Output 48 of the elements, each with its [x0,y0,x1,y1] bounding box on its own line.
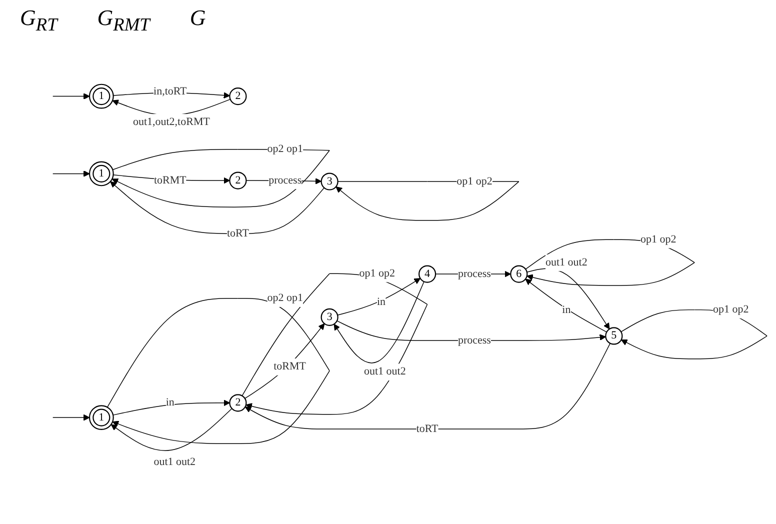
arrow [52,93,90,100]
edge-label: in [166,396,174,409]
edge-label: in,toRT [154,86,187,98]
arrow [244,342,611,430]
edge-label: toRMT [274,360,306,372]
automaton-name: G$_{RT}$ [20,6,58,30]
edge-label: in [562,304,571,316]
edge-label: op1 op2 [640,234,676,246]
arrow [244,323,325,399]
node-circle: 1 [88,405,114,430]
edge-label: in [376,296,386,308]
arrow [337,278,421,316]
edge-label: process [268,174,302,186]
edge-label: process [458,268,491,280]
node-circle: 3 [320,308,338,326]
arrow [110,408,232,451]
arrow [52,170,90,177]
edge-label: process [458,334,491,346]
edge-label: out1 out2 [154,456,196,468]
edge-label: out1 out2 [364,366,406,378]
edge-label: op2 op1 [267,143,303,156]
edge-label: out1 out2 [545,256,588,268]
node-circle: 2 [229,88,247,106]
edge-label: op2 op1 [267,292,303,304]
arrow [52,414,90,421]
edge-label: op1 op2 [712,304,749,316]
arrow [526,268,610,330]
node-circle: 1 [88,161,114,186]
arrow [110,181,325,234]
node-circle: 4 [418,265,436,283]
edge-label: toRT [416,422,438,435]
node-circle: 2 [229,172,247,190]
automaton-name: G [190,6,206,30]
arrow [334,281,424,364]
edge-label: toRMT [154,174,186,186]
arrow [525,278,608,332]
edge-label: op1 op2 [456,175,492,188]
edge-label: op1 op2 [359,268,395,280]
arrow [112,400,230,416]
automaton-name: G$_{RMT}$ [97,6,150,30]
node-circle: 1 [88,84,114,109]
arrow [107,298,330,444]
node-circle: 6 [510,265,528,283]
edge-label: out1,out2,toRMT [132,116,210,128]
edge-label: toRT [226,228,249,240]
node-circle: 3 [320,172,338,190]
node-circle: 2 [229,394,247,412]
node-circle: 5 [605,327,623,345]
